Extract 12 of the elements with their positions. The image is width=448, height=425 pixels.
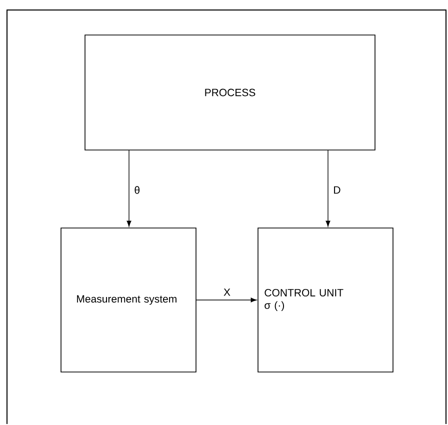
- box-label: CONTROL UNIT σ (·): [264, 289, 344, 311]
- measurement-box: [60, 228, 196, 372]
- process-box: [84, 34, 376, 150]
- box-label: PROCESS: [205, 88, 256, 96]
- arrow: [326, 150, 330, 227]
- edge-label: θ: [134, 186, 140, 194]
- edge-label: D: [334, 186, 340, 194]
- edge-label: X: [224, 288, 230, 296]
- arrow: [126, 150, 132, 227]
- box-label: Measurement system: [77, 295, 176, 305]
- control-unit-box: [258, 228, 394, 372]
- arrow: [196, 298, 257, 302]
